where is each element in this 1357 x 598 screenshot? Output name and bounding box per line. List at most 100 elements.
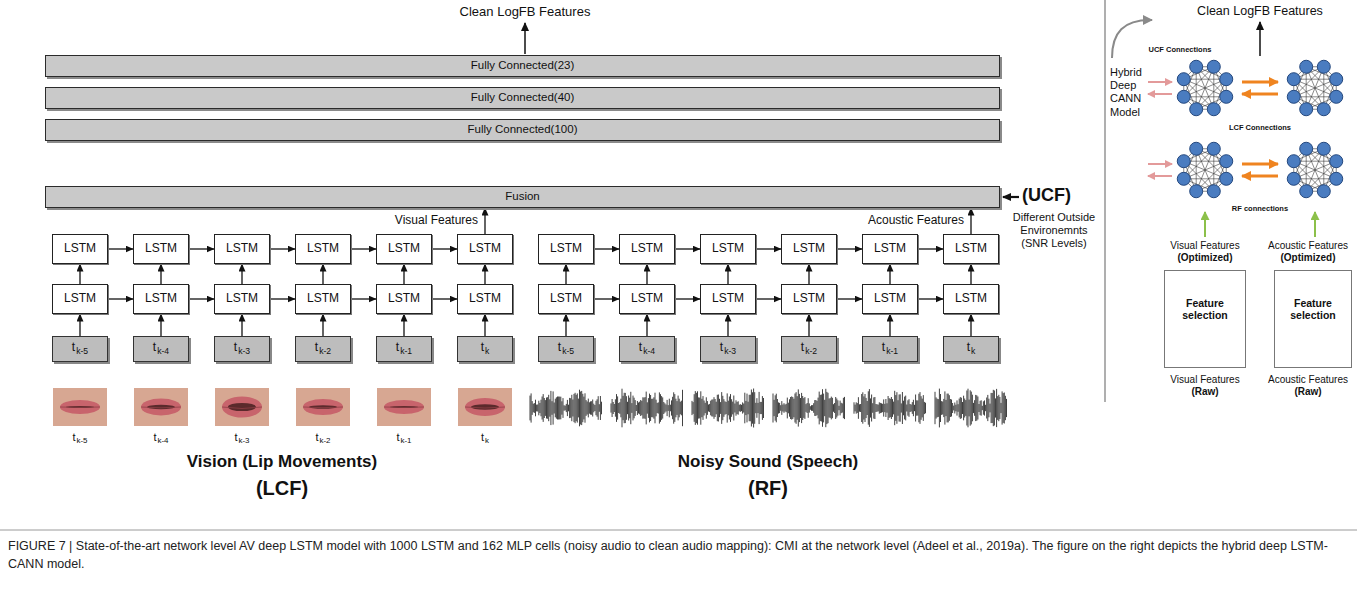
time-step-label: tk-4 [639,341,655,357]
subscript: k-3 [238,346,250,356]
lstm-cell: LSTM [862,284,918,314]
node-text: LSTM [226,242,258,256]
section-label: UCF Connections [1140,45,1220,54]
neuron [1317,103,1330,116]
lips [60,400,100,414]
output-arrow [1259,22,1261,56]
node-text: LSTM [64,242,96,256]
connector-arrow [189,248,214,249]
node-text: Fully Connected(40) [471,91,575,104]
neuron [1300,142,1313,155]
time-step-label: tk-1 [382,431,426,446]
time-step-box: tk-2 [295,336,351,362]
divider-line [1104,0,1105,402]
section-label: (UCF) [1022,185,1098,207]
lstm-cell: LSTM [133,234,189,264]
annotation-label: Acoustic Features [1260,240,1356,252]
feature-selection-box: Feature selection [1274,270,1352,368]
time-step-box: tk-3 [700,336,756,362]
node-text: LSTM [955,292,987,306]
lip-frames [53,388,512,426]
fusion-box: Fusion [45,186,1000,208]
waveform [854,389,926,427]
subscript: k-3 [239,436,250,445]
neuron [1207,60,1220,73]
lips [384,400,424,414]
neuron [1287,172,1300,185]
lstm-cell: LSTM [295,234,351,264]
connector-arrow [484,208,485,234]
text-part: t [315,431,318,443]
connector-arrow [889,314,890,336]
time-step-box: tk-1 [862,336,918,362]
lstm-cell: LSTM [619,284,675,314]
neuron [1287,73,1300,86]
green-arrow [1204,212,1206,237]
annotation-label: Clean LogFB Features [1175,4,1345,19]
time-step-box: tk-5 [538,336,594,362]
neuron [1190,142,1203,155]
text-part: t [315,340,318,354]
connector-arrow [918,248,943,249]
orange-arrow [1242,163,1278,166]
lstm-cell: LSTM [214,284,270,314]
time-step-label: tk-3 [234,341,250,357]
lstm-cell: LSTM [52,234,108,264]
subscript: k-5 [77,436,88,445]
connector-arrow [79,264,80,284]
connector-arrow [837,298,862,299]
neuron [1207,103,1220,116]
neuron [1207,185,1220,198]
connector-arrow [565,264,566,284]
text-part: t [234,431,237,443]
connector-arrow [837,248,862,249]
lips [222,397,262,418]
connector-arrow [270,298,295,299]
orange-arrow [1242,175,1278,178]
text-part: t [153,431,156,443]
connector-arrow [484,264,485,284]
mouth-opening [309,405,337,409]
connector-arrow [432,298,457,299]
time-step-label: tk-4 [139,431,183,446]
connector-arrow [756,298,781,299]
lstm-cell: LSTM [538,234,594,264]
node-text: LSTM [145,292,177,306]
time-step-box: tk [943,336,999,362]
lstm-cell: LSTM [781,234,837,264]
lstm-cell: LSTM [781,284,837,314]
section-label: (RF) [708,476,828,500]
lips [141,399,181,416]
curved-arrow-head [1149,19,1152,21]
node-text: LSTM [550,292,582,306]
connector-arrow [970,264,971,284]
node-text: LSTM [955,242,987,256]
node-text: LSTM [631,242,663,256]
subscript: k-4 [643,346,655,356]
mouth-opening [147,405,175,410]
lips [303,399,343,415]
subscript: k-5 [76,346,88,356]
time-step-box: tk-3 [214,336,270,362]
pink-arrow [1148,93,1172,95]
annotation-label: Visual Features [360,213,478,227]
node-text: Fusion [505,190,540,203]
neuron [1317,185,1330,198]
time-step-label: tk-1 [882,341,898,357]
time-step-box: tk-5 [52,336,108,362]
connector-arrow [970,314,971,336]
neuron [1220,172,1233,185]
lstm-cell: LSTM [133,284,189,314]
lips [465,398,505,416]
section-label: Noisy Sound (Speech) [608,452,928,472]
lip-line [141,407,181,409]
lstm-cell: LSTM [619,234,675,264]
subscript: k-5 [562,346,574,356]
section-label: (Optimized) [1260,252,1356,264]
connector-arrow [756,248,781,249]
connector-arrow [594,248,619,249]
output-arrow [524,23,526,54]
annotation-label: Acoustic Features [1260,374,1356,386]
node-text: LSTM [712,292,744,306]
node-text: Feature selection [1275,297,1351,321]
